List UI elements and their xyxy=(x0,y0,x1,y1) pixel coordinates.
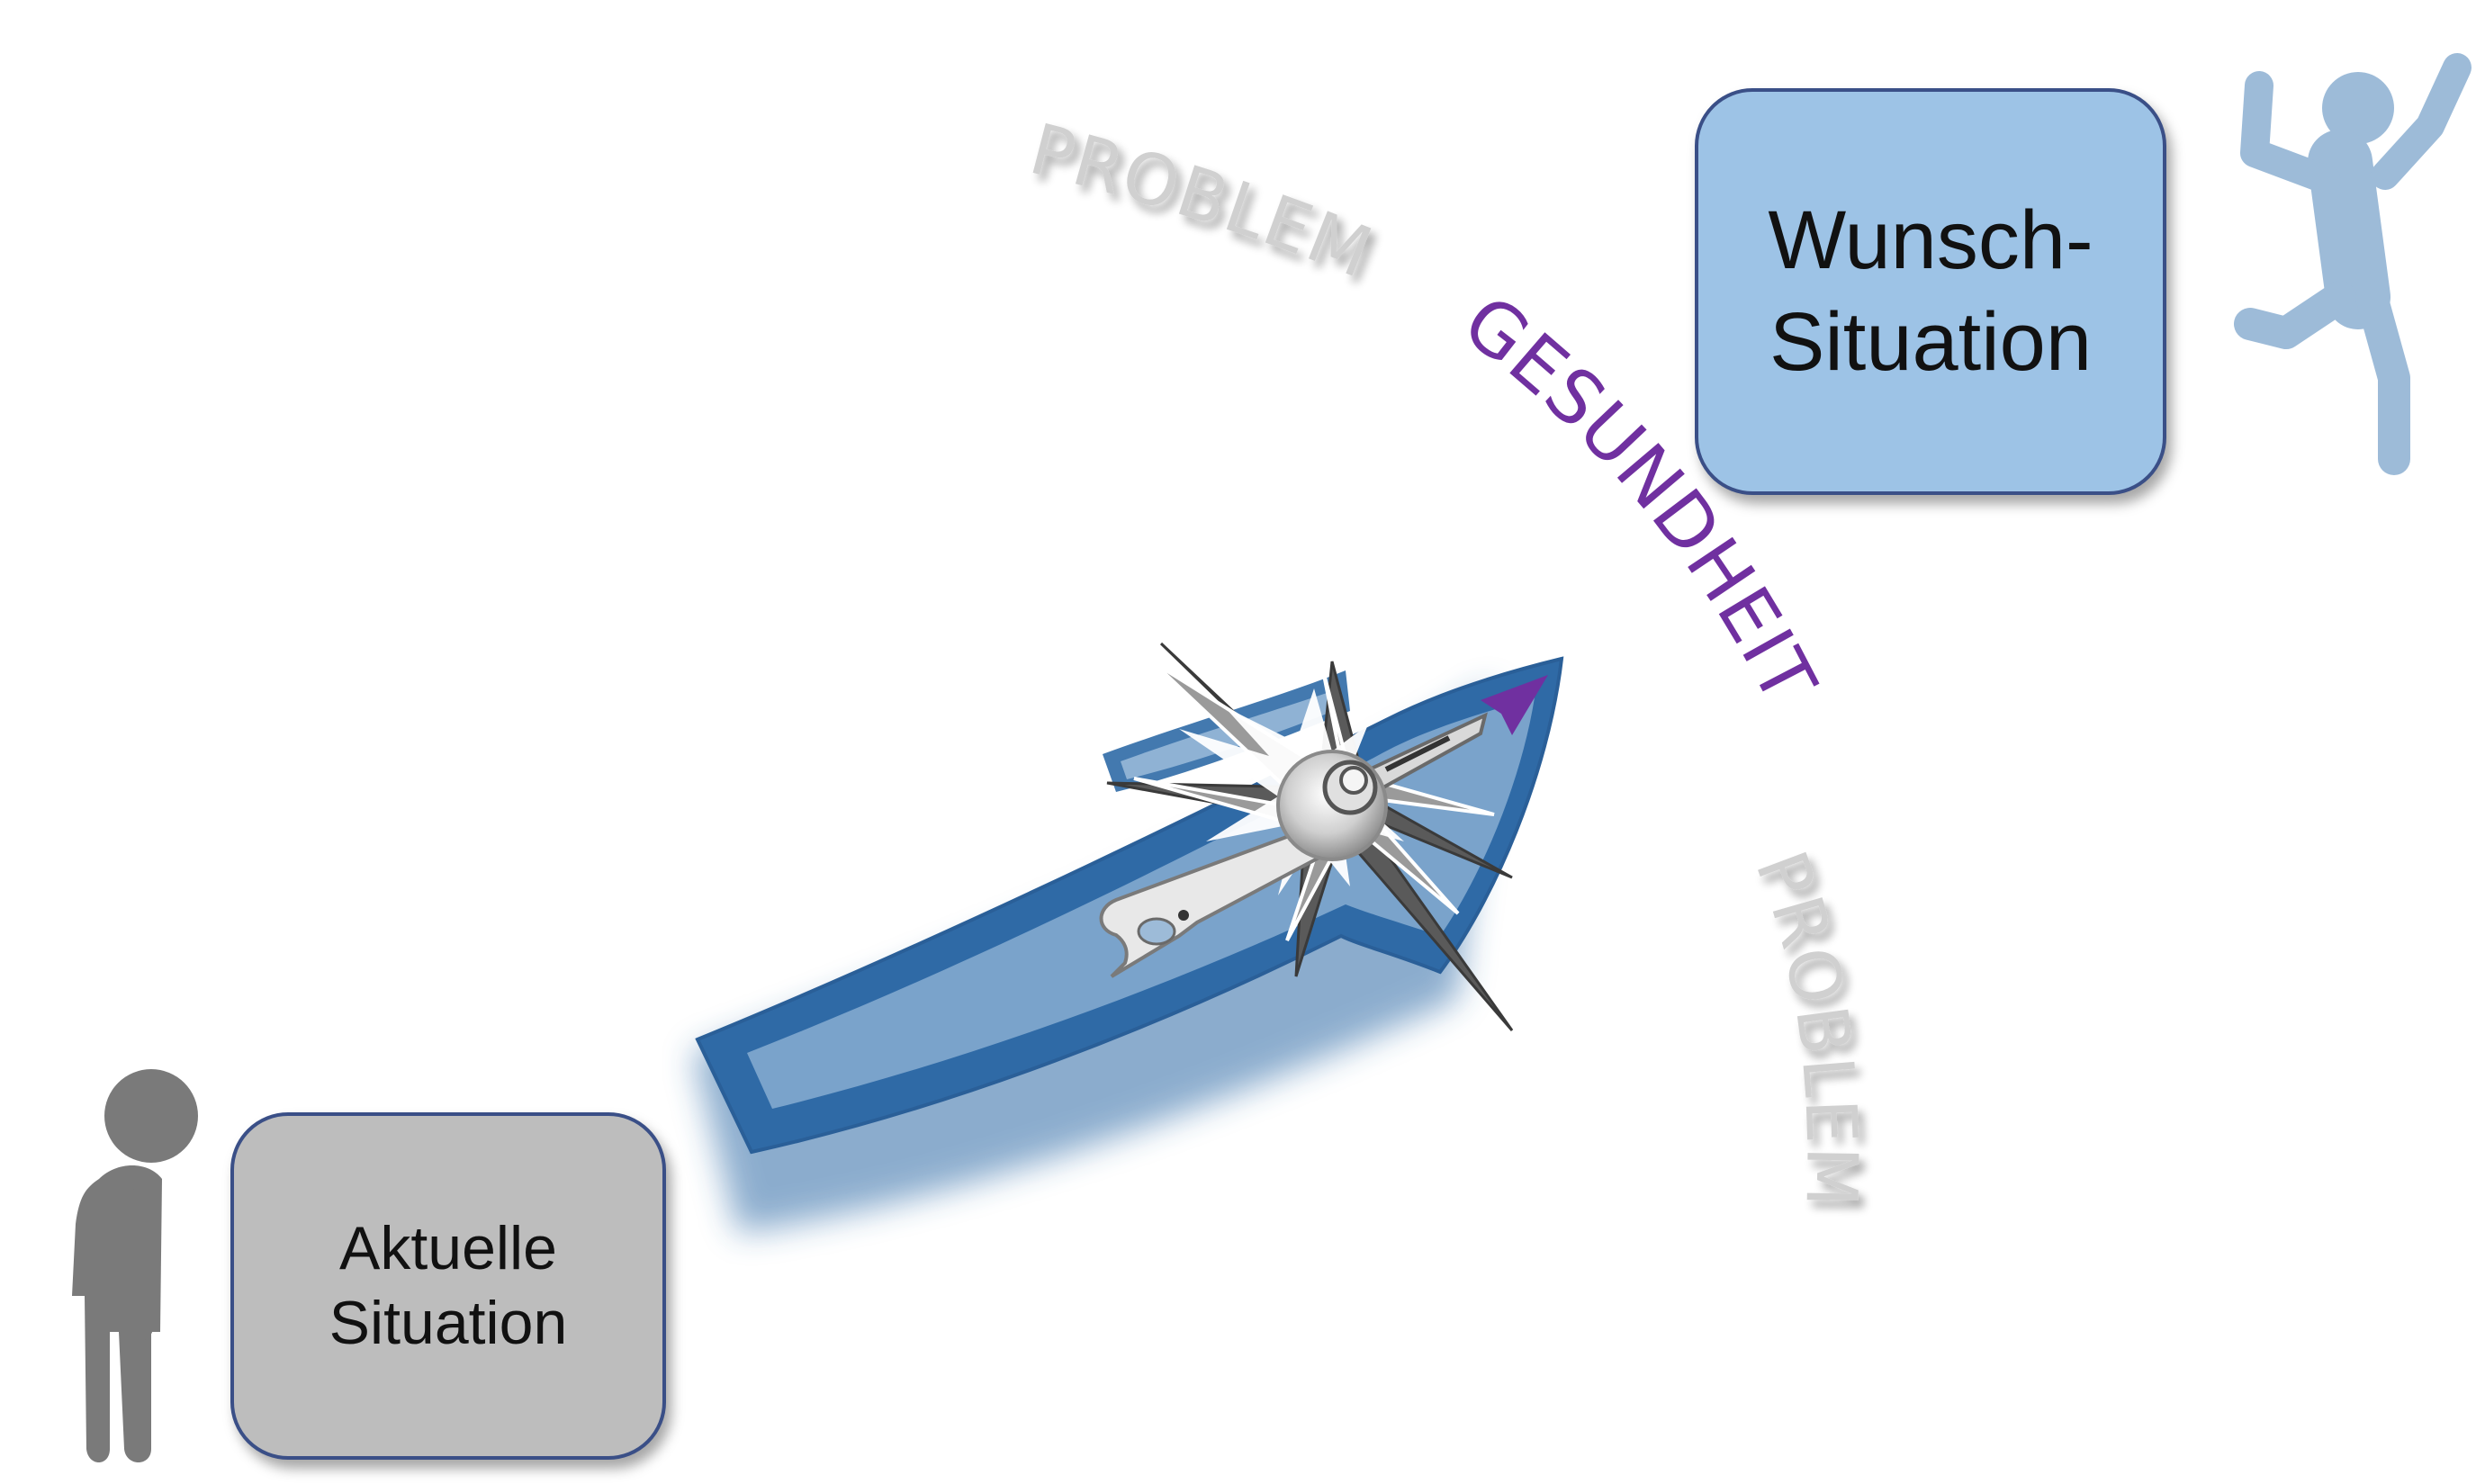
problem-bottom-label: PROBLEM xyxy=(1740,841,1872,1210)
standing-sad-person-icon xyxy=(72,1069,198,1462)
jumping-happy-person-icon xyxy=(2234,53,2471,475)
current-situation-label: Aktuelle Situation xyxy=(329,1214,568,1357)
problem-bottom-text: PROBLEM xyxy=(1740,841,1872,1210)
happy-person-torso xyxy=(2308,130,2390,329)
current-situation-box: Aktuelle Situation xyxy=(230,1112,666,1460)
compass-purple-tip xyxy=(1481,675,1548,735)
arrow-flap-inner xyxy=(1121,691,1334,779)
problem-top-text: PROBLEM xyxy=(1022,109,1384,294)
compass-needle-slot xyxy=(1384,735,1451,772)
compass-needle-dot xyxy=(1178,910,1189,921)
compass-rose-icon xyxy=(1099,642,1548,1031)
happy-person-left-arm xyxy=(2240,71,2341,194)
compass-hub-cap-top xyxy=(1339,766,1368,795)
compass-needle-hole xyxy=(1137,917,1176,946)
happy-person-right-leg xyxy=(2355,281,2410,475)
sad-person-arm xyxy=(126,1188,153,1341)
happy-person-head xyxy=(2322,72,2394,144)
target-situation-label: Wunsch- Situation xyxy=(1768,193,2093,388)
problem-top-label: PROBLEM xyxy=(1022,109,1384,294)
happy-person-right-arm xyxy=(2371,53,2471,190)
target-situation-box: Wunsch- Situation xyxy=(1695,88,2166,495)
happy-person-left-leg xyxy=(2234,281,2356,349)
sad-person-head xyxy=(104,1069,198,1163)
